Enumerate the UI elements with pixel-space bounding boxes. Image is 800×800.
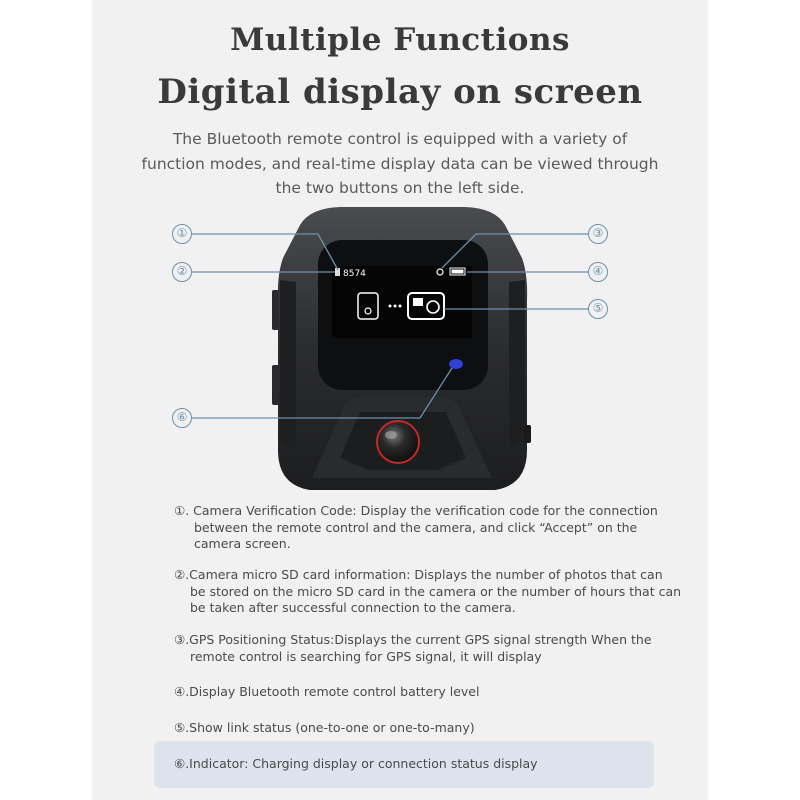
title-line-1: Multiple Functions (230, 22, 570, 58)
camera-icon (407, 292, 445, 320)
feature-2-line-2: be stored on the micro SD card in the ca… (190, 583, 682, 599)
feature-4-line-1: ④.Display Bluetooth remote control batte… (174, 684, 480, 699)
left-bumper (280, 280, 296, 450)
link-dot (388, 304, 392, 308)
feature-1-line-1: ①. Camera Verification Code: Display the… (174, 503, 658, 518)
callout-5: ⑤ (588, 299, 608, 319)
feature-2-line-1: ②.Camera micro SD card information: Disp… (174, 567, 663, 582)
title-line-2: Digital display on screen (157, 72, 643, 112)
feature-2-line-3: be taken after successful connection to … (190, 600, 516, 615)
intro-text: The Bluetooth remote control is equipped… (141, 130, 659, 197)
feature-item-5: ⑤.Show link status (one-to-one or one-to… (174, 720, 694, 737)
sd-card-icon (335, 268, 340, 276)
right-bumper (509, 280, 525, 450)
battery-icon (449, 267, 466, 276)
callout-6: ⑥ (172, 408, 192, 428)
highlight-box (154, 741, 654, 788)
side-button-2 (272, 365, 279, 405)
callout-2: ② (172, 262, 192, 282)
callout-1: ① (172, 224, 192, 244)
feature-item-6: ⑥.Indicator: Charging display or connect… (174, 756, 694, 773)
remote-icon (357, 292, 379, 320)
side-button (272, 290, 279, 330)
gps-icon (436, 268, 444, 276)
feature-5-line-1: ⑤.Show link status (one-to-one or one-to… (174, 720, 475, 735)
feature-item-3: ③.GPS Positioning Status:Displays the cu… (174, 632, 694, 665)
feature-1-line-2: between the remote control and the camer… (194, 519, 638, 535)
status-indicator (449, 359, 463, 369)
feature-item-4: ④.Display Bluetooth remote control batte… (174, 684, 694, 701)
feature-1-line-3: camera screen. (194, 536, 291, 551)
feature-item-2: ②.Camera micro SD card information: Disp… (174, 567, 694, 617)
shutter-button (376, 420, 420, 464)
feature-3-line-1: ③.GPS Positioning Status:Displays the cu… (174, 632, 652, 647)
right-clip (524, 425, 531, 443)
callout-3: ③ (588, 224, 608, 244)
verification-code: 8574 (343, 269, 366, 279)
feature-item-1: ①. Camera Verification Code: Display the… (174, 503, 694, 553)
feature-6-line-1: ⑥.Indicator: Charging display or connect… (174, 756, 538, 771)
callout-4: ④ (588, 262, 608, 282)
feature-3-line-2: remote control is searching for GPS sign… (190, 648, 542, 664)
